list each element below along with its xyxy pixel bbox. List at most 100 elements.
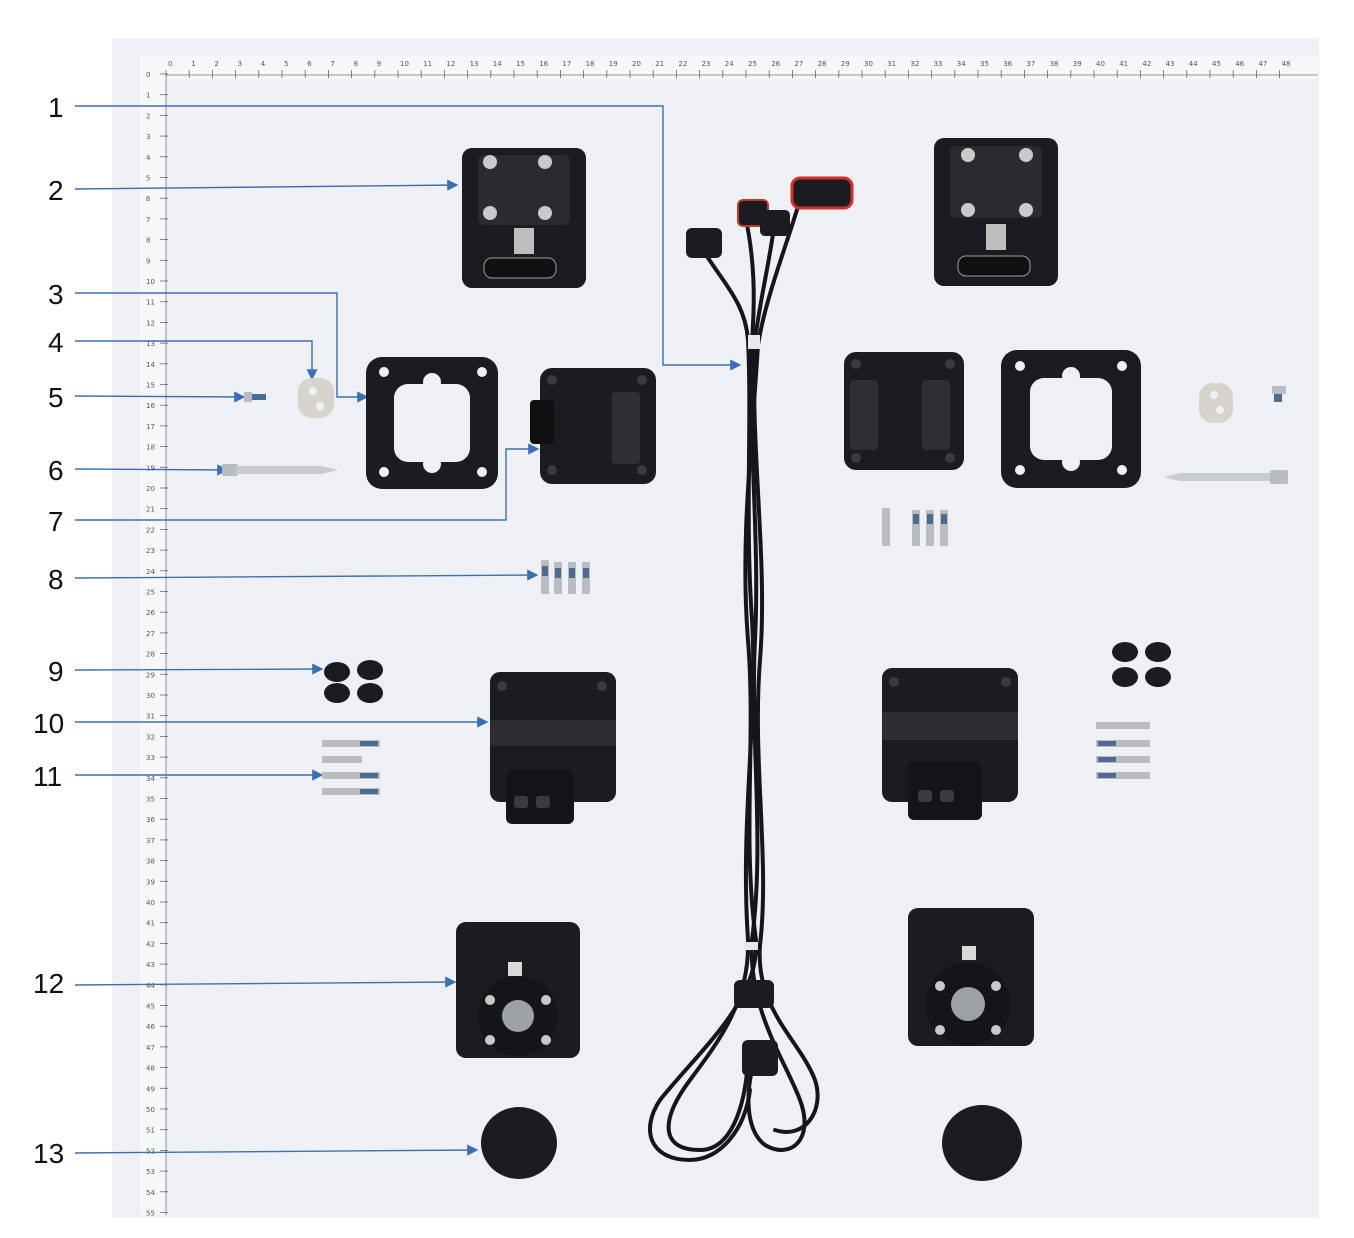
ruler-label: 19 — [609, 60, 618, 68]
ruler-label: 7 — [330, 60, 334, 68]
ruler-label: 45 — [146, 1003, 155, 1011]
gasket-right — [1001, 350, 1141, 488]
ruler-label: 21 — [655, 60, 664, 68]
ruler-label: 51 — [146, 1127, 155, 1135]
long-screws-right — [1096, 722, 1150, 779]
callout-9: 9 — [48, 656, 64, 687]
ruler-label: 46 — [1235, 60, 1244, 68]
screw-set-right — [882, 508, 948, 546]
ruler-label: 25 — [748, 60, 757, 68]
ruler-label: 9 — [146, 257, 150, 265]
ruler-label: 32 — [910, 60, 919, 68]
ruler-label: 6 — [146, 195, 151, 203]
ruler-label: 2 — [146, 112, 150, 120]
ruler-label: 3 — [238, 60, 242, 68]
ruler-label: 49 — [146, 1085, 155, 1093]
ruler-label: 38 — [146, 858, 155, 866]
ruler-label: 16 — [146, 402, 155, 410]
cable-harness — [648, 198, 820, 1163]
callout-10: 10 — [33, 708, 65, 739]
ruler-label: 25 — [146, 589, 155, 597]
ruler-label: 41 — [146, 920, 155, 928]
ruler-label: 24 — [146, 568, 155, 576]
bracket-left — [490, 672, 616, 824]
callout-8: 8 — [48, 564, 64, 595]
ruler-label: 38 — [1050, 60, 1059, 68]
ruler-label: 31 — [887, 60, 896, 68]
ruler-label: 28 — [818, 60, 827, 68]
ruler-label: 43 — [146, 961, 155, 969]
ruler-label: 46 — [146, 1023, 155, 1031]
ruler-label: 23 — [146, 547, 155, 555]
ruler-label: 27 — [794, 60, 803, 68]
ruler-label: 17 — [562, 60, 571, 68]
ruler-label: 8 — [354, 60, 358, 68]
ruler-label: 5 — [146, 175, 150, 183]
ruler-label: 47 — [146, 1044, 155, 1052]
ruler-label: 14 — [146, 361, 155, 369]
cap-left — [481, 1107, 557, 1179]
callout-7: 7 — [48, 506, 64, 537]
ruler-label: 39 — [1073, 60, 1082, 68]
ruler-label: 44 — [1189, 60, 1198, 68]
callout-4: 4 — [48, 327, 64, 358]
ruler-label: 13 — [146, 340, 155, 348]
ruler-label: 11 — [146, 299, 155, 307]
callout-3: 3 — [48, 279, 64, 310]
ruler-label: 16 — [539, 60, 548, 68]
ruler-label: 2 — [214, 60, 218, 68]
ruler-label: 42 — [146, 940, 155, 948]
ruler-label: 39 — [146, 878, 155, 886]
ruler-label: 30 — [864, 60, 873, 68]
ruler-label: 20 — [146, 485, 155, 493]
ruler-label: 53 — [146, 1168, 155, 1176]
ruler-label: 33 — [146, 754, 155, 762]
callout-1: 1 — [48, 92, 64, 123]
ruler-label: 35 — [980, 60, 989, 68]
ruler-label: 0 — [168, 60, 172, 68]
ruler-label: 4 — [146, 154, 151, 162]
ruler-label: 23 — [702, 60, 711, 68]
top-mount-left — [462, 148, 586, 288]
ruler-label: 3 — [146, 133, 150, 141]
ruler-label: 1 — [146, 92, 150, 100]
adapter-right — [844, 352, 964, 470]
ruler-label: 20 — [632, 60, 641, 68]
washer-right — [1199, 383, 1233, 423]
ruler-label: 33 — [934, 60, 943, 68]
ruler-label: 28 — [146, 651, 155, 659]
ruler-label: 34 — [957, 60, 966, 68]
ruler-label: 52 — [146, 1147, 155, 1155]
callout-2: 2 — [48, 175, 64, 206]
ruler-label: 17 — [146, 423, 155, 431]
ruler-label: 24 — [725, 60, 734, 68]
adapter-left — [530, 368, 656, 484]
top-mount-right — [934, 138, 1058, 286]
ruler-label: 42 — [1142, 60, 1151, 68]
screw-set-left — [541, 560, 590, 594]
rubber-pads-left — [324, 660, 383, 703]
ruler-label: 36 — [146, 816, 155, 824]
callout-6: 6 — [48, 455, 64, 486]
ruler-label: 31 — [146, 713, 155, 721]
rubber-pads-right — [1112, 642, 1171, 687]
ruler-label: 30 — [146, 692, 155, 700]
gimbal-plate-right — [908, 908, 1034, 1046]
ruler-label: 18 — [586, 60, 595, 68]
bracket-right — [882, 668, 1018, 820]
harness-connectors — [686, 176, 854, 1076]
ruler-label: 29 — [841, 60, 850, 68]
ruler-label: 22 — [678, 60, 687, 68]
ruler-label: 19 — [146, 464, 155, 472]
ruler-label: 47 — [1258, 60, 1267, 68]
ruler-label: 14 — [493, 60, 502, 68]
ruler-label: 12 — [446, 60, 455, 68]
callout-13: 13 — [33, 1138, 65, 1169]
ruler-label: 15 — [516, 60, 525, 68]
ruler-label: 54 — [146, 1189, 155, 1197]
ruler-label: 35 — [146, 796, 155, 804]
ruler-label: 21 — [146, 506, 155, 514]
ruler-label: 10 — [146, 278, 155, 286]
